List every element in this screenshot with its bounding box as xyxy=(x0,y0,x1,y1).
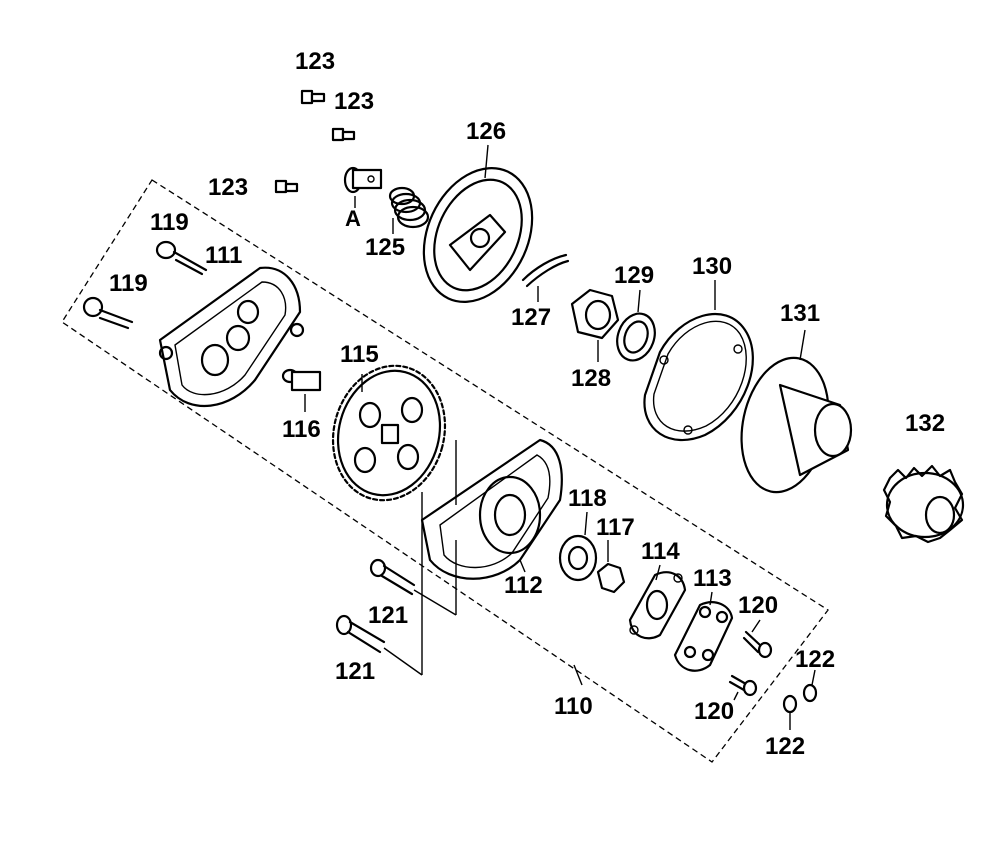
label-123-top: 123 xyxy=(295,48,336,75)
label-pin-a: A xyxy=(345,206,361,231)
label-121-top: 121 xyxy=(368,602,409,629)
screw-120-bottom xyxy=(728,674,758,701)
gear-115 xyxy=(331,364,447,502)
label-121-bottom: 121 xyxy=(335,658,376,685)
label-122-top: 122 xyxy=(795,646,836,673)
label-120-bottom: 120 xyxy=(694,698,735,725)
screw-123-top xyxy=(300,89,326,105)
label-130: 130 xyxy=(692,253,733,280)
bolt-121-top xyxy=(369,558,457,616)
label-123-left: 123 xyxy=(208,174,249,201)
drum-126 xyxy=(422,144,534,303)
label-110: 110 xyxy=(554,693,593,720)
label-127: 127 xyxy=(511,304,552,331)
assembly-outline xyxy=(61,179,829,763)
shaft-116 xyxy=(281,368,322,412)
oring-122-bottom xyxy=(782,694,798,730)
label-129: 129 xyxy=(614,262,655,289)
label-125: 125 xyxy=(365,234,406,261)
label-119-bottom: 119 xyxy=(109,270,148,297)
label-126: 126 xyxy=(466,118,507,145)
label-132: 132 xyxy=(905,410,946,437)
bolt-121-bottom xyxy=(335,614,423,676)
screw-120-top xyxy=(742,619,773,659)
nut-128 xyxy=(570,288,620,362)
gear-132 xyxy=(882,464,965,544)
washer-129 xyxy=(616,289,656,362)
label-131: 131 xyxy=(780,300,821,327)
label-117: 117 xyxy=(596,514,635,541)
housing-131 xyxy=(740,329,853,494)
spring-125 xyxy=(388,186,430,234)
gasket-130 xyxy=(643,280,754,441)
bolt-119-top xyxy=(155,240,208,276)
screw-123-left xyxy=(274,179,299,194)
cover-111 xyxy=(158,266,305,408)
gasket-114 xyxy=(628,564,687,640)
leader-110 xyxy=(573,664,583,686)
label-111: 111 xyxy=(205,242,243,269)
pin-a xyxy=(343,166,383,208)
oring-122-top xyxy=(802,669,818,703)
label-118: 118 xyxy=(568,485,607,512)
label-115: 115 xyxy=(340,341,379,368)
housing-112 xyxy=(420,438,563,675)
plate-113 xyxy=(673,591,734,672)
label-112: 112 xyxy=(504,572,543,599)
label-113: 113 xyxy=(693,565,732,592)
label-120-top: 120 xyxy=(738,592,779,619)
ring-118 xyxy=(558,511,598,582)
label-128: 128 xyxy=(571,365,612,392)
label-116: 116 xyxy=(282,416,321,443)
label-114: 114 xyxy=(641,538,680,565)
screw-123-mid xyxy=(331,127,356,142)
label-119-top: 119 xyxy=(150,209,189,236)
bolt-119-bottom xyxy=(82,296,134,330)
label-122-bottom: 122 xyxy=(765,733,806,760)
clip-127 xyxy=(521,253,570,302)
nut-117 xyxy=(596,540,626,594)
label-123-mid: 123 xyxy=(334,88,375,115)
